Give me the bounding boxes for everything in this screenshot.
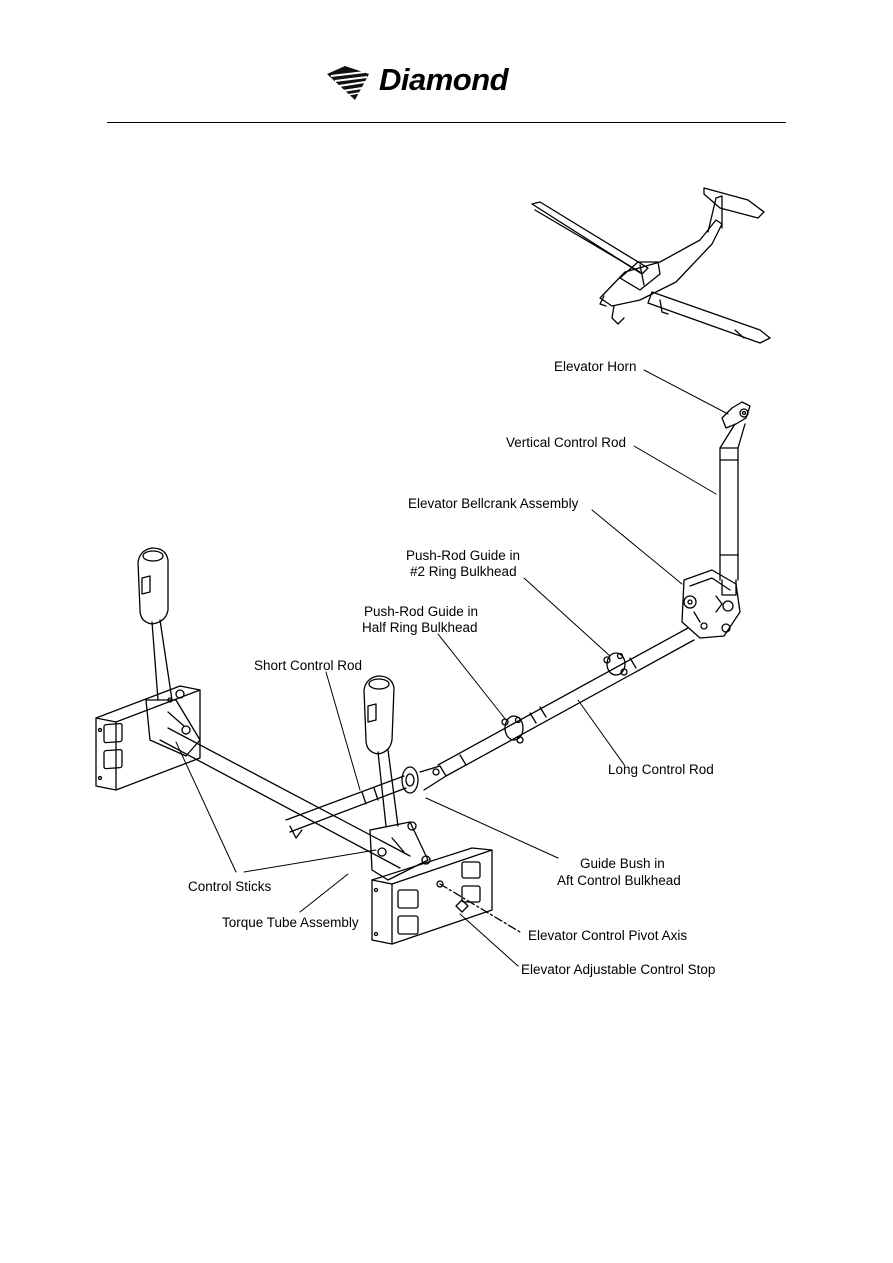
label-pushrod-guide-ring2-line1: Push-Rod Guide in [406, 548, 521, 563]
label-long-control-rod: Long Control Rod [608, 762, 714, 777]
right-control-stick-part [363, 675, 431, 881]
label-control-sticks: Control Sticks [188, 879, 272, 894]
bellcrank-part [681, 569, 741, 639]
label-torque-tube: Torque Tube Assembly [222, 915, 359, 930]
label-guide-bush-line2: Aft Control Bulkhead [557, 873, 681, 888]
logo-wordmark: Diamond [379, 62, 509, 97]
leader-lines [175, 369, 729, 967]
elevator-horn-part [721, 401, 751, 429]
label-pushrod-guide-halfring-line1: Push-Rod Guide in [364, 604, 479, 619]
label-pivot-axis: Elevator Control Pivot Axis [528, 928, 688, 943]
label-vertical-control-rod: Vertical Control Rod [506, 435, 627, 450]
left-control-stick-part [137, 547, 201, 757]
label-short-control-rod: Short Control Rod [254, 658, 363, 673]
right-bracket-part [371, 847, 493, 945]
diamond-logo-mark-icon [327, 66, 369, 100]
header-divider [107, 122, 786, 123]
guide-bush-part [401, 765, 447, 794]
label-control-stop: Elevator Adjustable Control Stop [521, 962, 716, 977]
left-bracket-part [95, 685, 201, 791]
long-control-rod-part [437, 627, 695, 777]
vertical-control-rod-part [719, 423, 746, 596]
pivot-axis-line [439, 883, 521, 933]
aircraft-illustration [531, 187, 771, 344]
label-pushrod-guide-halfring-line2: Half Ring Bulkhead [362, 620, 478, 635]
pushrod-guide-ring2-part [603, 652, 628, 676]
torque-tube-part [159, 727, 411, 869]
short-control-rod-part [285, 775, 407, 833]
label-guide-bush-line1: Guide Bush in [580, 856, 665, 871]
label-elevator-horn: Elevator Horn [554, 359, 637, 374]
diamond-logo: Diamond [325, 60, 535, 106]
label-pushrod-guide-ring2-line2: #2 Ring Bulkhead [410, 564, 517, 579]
label-bellcrank: Elevator Bellcrank Assembly [408, 496, 579, 511]
